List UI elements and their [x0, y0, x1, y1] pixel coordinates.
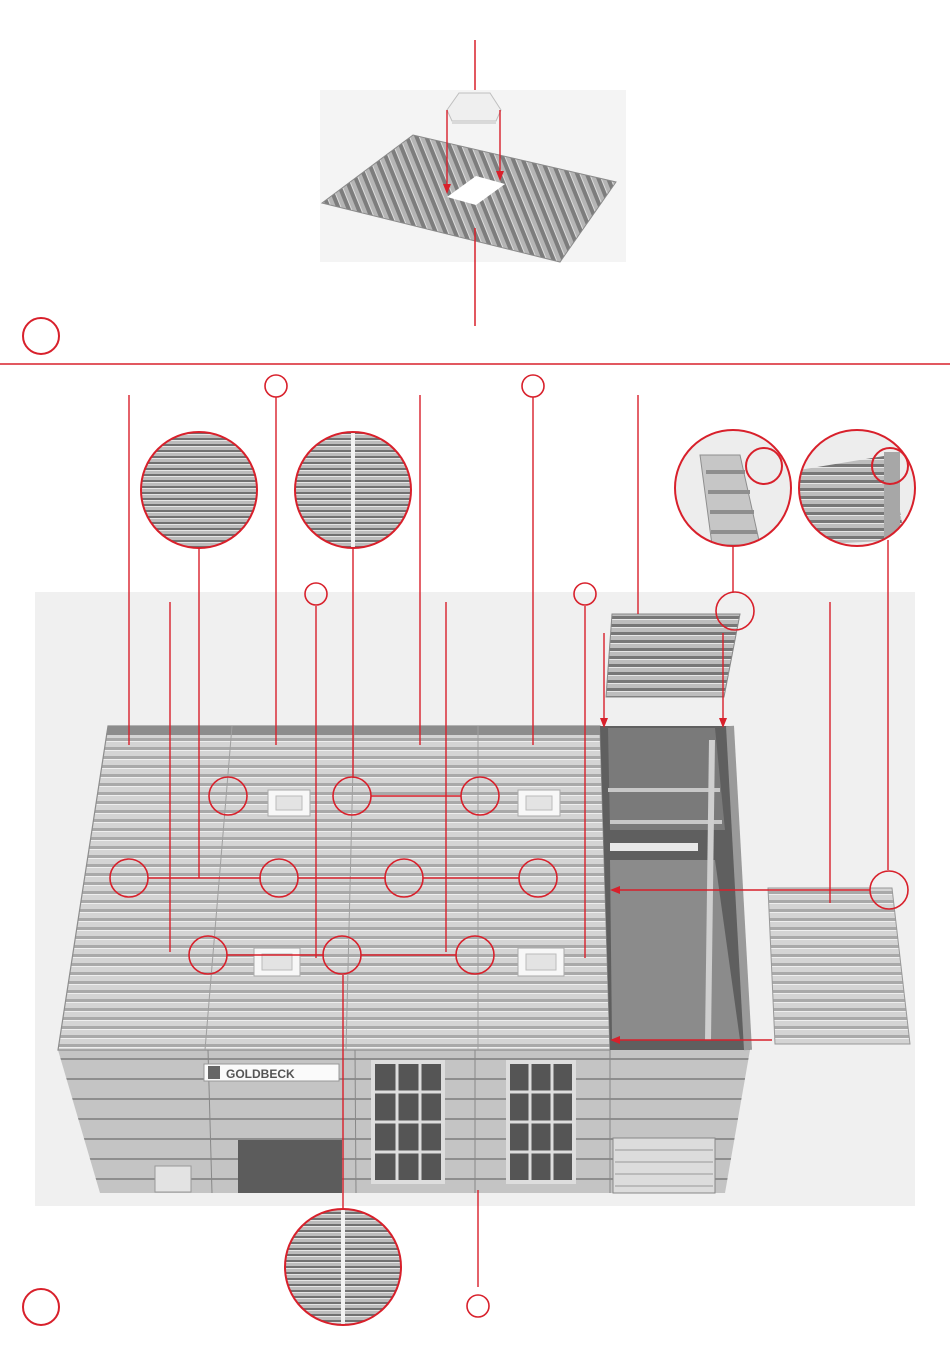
rolling-door [613, 1138, 715, 1193]
hall-light-band [610, 843, 698, 851]
garage-opening [238, 1140, 342, 1193]
loose-roof-panel-top [606, 614, 740, 697]
detail-zoom-profile-side [799, 430, 915, 546]
step-2-marker [23, 1289, 59, 1325]
step-1-marker [23, 318, 59, 354]
detail-zoom-joint [295, 432, 411, 548]
building-roof [58, 726, 610, 1050]
skylight [254, 948, 300, 976]
svg-text:GOLDBECK: GOLDBECK [226, 1067, 295, 1081]
loose-roof-panel-side [768, 888, 910, 1044]
step-1-panel [23, 40, 626, 354]
open-hall-interior [600, 726, 750, 1050]
detail-zoom-profile-end [675, 430, 791, 546]
detail-zoom-joint-bottom [285, 1209, 401, 1325]
skylight [518, 790, 560, 816]
detail-zoom-ribs [141, 432, 257, 548]
side-door [155, 1166, 191, 1192]
window-right [508, 1062, 574, 1182]
skylight [518, 948, 564, 976]
skylight [268, 790, 310, 816]
building-facade: GOLDBECK [58, 1050, 750, 1193]
company-sign: GOLDBECK [204, 1064, 339, 1081]
step-2-panel: GOLDBECK [23, 375, 915, 1325]
window-left [373, 1062, 443, 1182]
